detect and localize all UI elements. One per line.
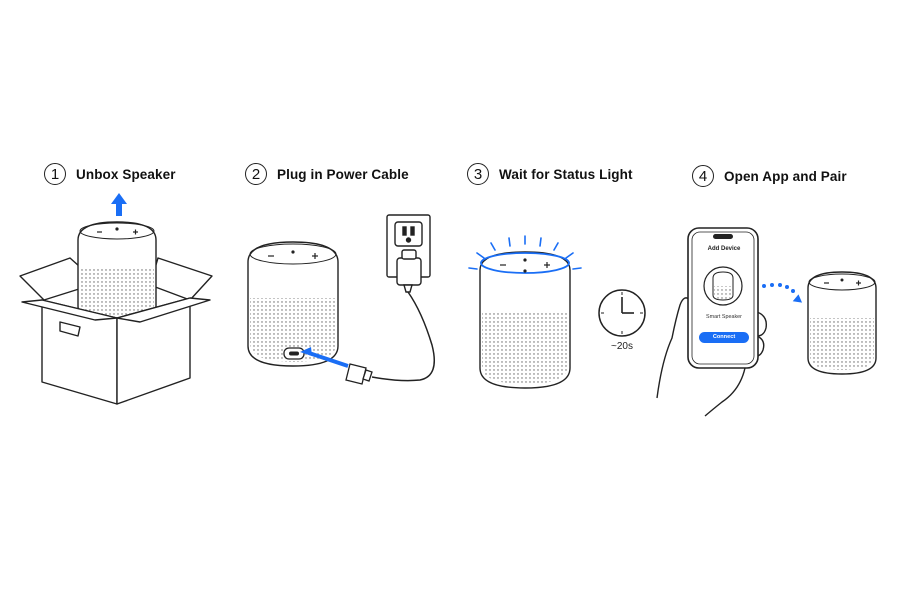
power-cable: [371, 291, 435, 382]
step-1-title: Unbox Speaker: [76, 166, 176, 182]
step-1-number: 1: [44, 163, 66, 185]
step-2-number: 2: [245, 163, 267, 185]
wall-outlet-icon: [386, 214, 431, 293]
speaker-step-4: [807, 271, 877, 375]
phone-device-name: Smart Speaker: [706, 314, 742, 320]
step-3-title: Wait for Status Light: [499, 166, 633, 182]
step-3-header: 3 Wait for Status Light: [467, 161, 633, 187]
step-2-header: 2 Plug in Power Cable: [245, 161, 409, 187]
timer-label: ~20s: [611, 341, 633, 352]
insert-arrow-icon: [300, 347, 349, 368]
step-4-header: 4 Open App and Pair: [692, 163, 847, 189]
box-front: [21, 297, 211, 405]
lift-up-arrow-icon: [111, 193, 127, 216]
phone-screen-title: Add Device: [707, 246, 741, 252]
pairing-dots: [762, 283, 803, 303]
step-3-number: 3: [467, 163, 489, 185]
speaker-in-box: [77, 221, 157, 325]
step-4-number: 4: [692, 165, 714, 187]
step-2-title: Plug in Power Cable: [277, 166, 409, 182]
status-light-rays: [468, 235, 582, 270]
power-plug-icon: [345, 363, 373, 385]
speaker-step-2: [247, 241, 339, 367]
clock-icon: [598, 289, 646, 337]
connect-button[interactable]: Connect: [699, 332, 749, 343]
hand-icon: [656, 297, 767, 417]
speaker-step-3: [479, 251, 571, 389]
step-1-header: 1 Unbox Speaker: [44, 161, 176, 187]
step-4-title: Open App and Pair: [724, 168, 847, 184]
